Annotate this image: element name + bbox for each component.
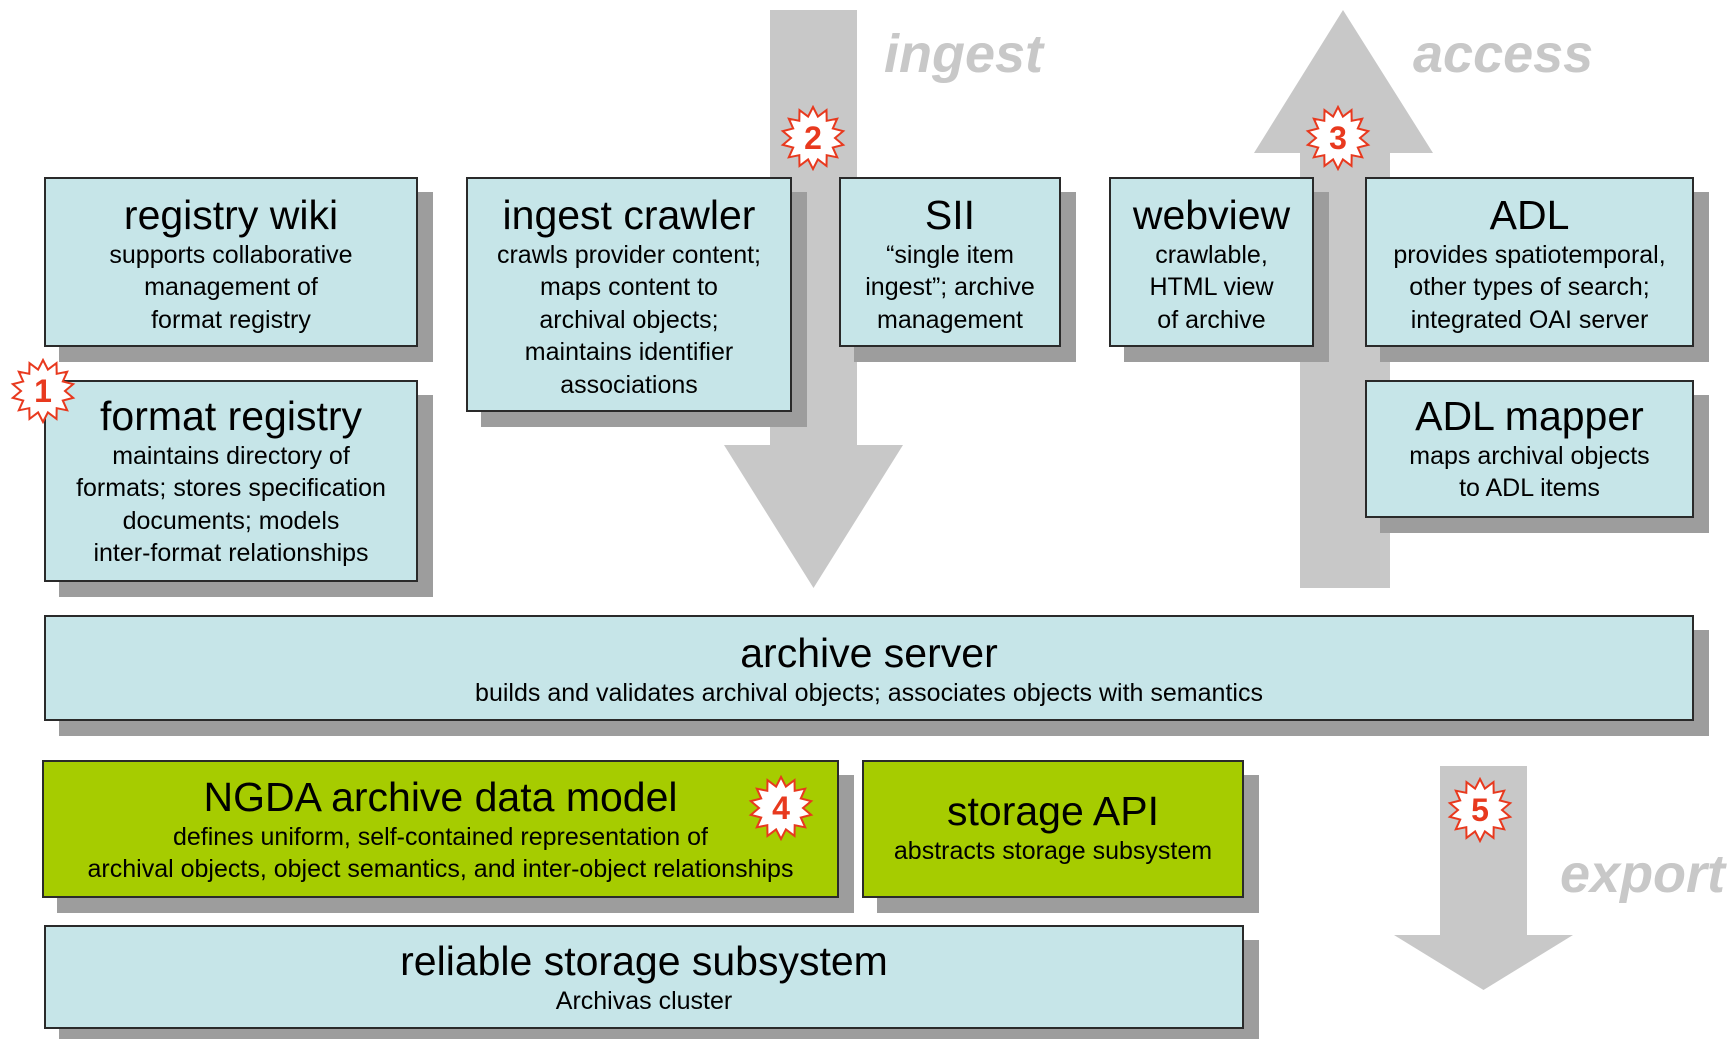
badge-4: 4 bbox=[748, 775, 814, 841]
adl-box: ADL provides spatiotemporal, other types… bbox=[1365, 177, 1694, 347]
sii-box: SII “single item ingest”; archive manage… bbox=[839, 177, 1061, 347]
format-registry-title: format registry bbox=[100, 393, 362, 439]
ingest-crawler-desc: crawls provider content; maps content to… bbox=[496, 240, 761, 399]
badge-2: 2 bbox=[780, 105, 846, 171]
badge-number: 4 bbox=[772, 790, 790, 826]
storage-api-box: storage API abstracts storage subsystem bbox=[862, 760, 1244, 898]
format-registry-box: format registry maintains directory of f… bbox=[44, 380, 418, 582]
badge-number: 1 bbox=[34, 373, 52, 409]
starburst-shape bbox=[1305, 105, 1371, 171]
starburst-shape bbox=[10, 358, 76, 424]
ingest-label: ingest bbox=[884, 24, 1044, 84]
starburst-icon: 4 bbox=[748, 775, 814, 841]
badge-5: 5 bbox=[1447, 777, 1513, 843]
data-model-title: NGDA archive data model bbox=[203, 774, 678, 820]
ingest-crawler-box: ingest crawler crawls provider content; … bbox=[466, 177, 792, 412]
registry-wiki-title: registry wiki bbox=[123, 192, 339, 238]
data-model-box: NGDA archive data model defines uniform,… bbox=[42, 760, 839, 898]
data-model-desc: defines uniform, self-contained represen… bbox=[87, 822, 794, 884]
registry-wiki-desc: supports collaborative management of for… bbox=[109, 240, 353, 334]
adl-desc: provides spatiotemporal, other types of … bbox=[1393, 240, 1666, 334]
adl-title: ADL bbox=[1489, 192, 1570, 238]
storage-api-title: storage API bbox=[947, 788, 1159, 834]
starburst-icon: 2 bbox=[780, 105, 846, 171]
badge-number: 5 bbox=[1471, 792, 1489, 828]
adl-mapper-box: ADL mapper maps archival objects to ADL … bbox=[1365, 380, 1694, 518]
adl-mapper-title: ADL mapper bbox=[1415, 393, 1644, 439]
starburst-shape bbox=[1447, 777, 1513, 843]
webview-box: webview crawlable, HTML view of archive bbox=[1109, 177, 1314, 347]
badge-1: 1 bbox=[10, 358, 76, 424]
badge-3: 3 bbox=[1305, 105, 1371, 171]
storage-api-desc: abstracts storage subsystem bbox=[893, 836, 1213, 865]
archive-server-box: archive server builds and validates arch… bbox=[44, 615, 1694, 721]
ingest-arrow bbox=[724, 10, 903, 588]
storage-subsystem-desc: Archivas cluster bbox=[555, 986, 733, 1015]
starburst-icon: 3 bbox=[1305, 105, 1371, 171]
sii-title: SII bbox=[924, 192, 976, 238]
badge-number: 3 bbox=[1329, 120, 1347, 156]
storage-subsystem-title: reliable storage subsystem bbox=[400, 938, 888, 984]
adl-mapper-desc: maps archival objects to ADL items bbox=[1409, 441, 1650, 503]
starburst-icon: 5 bbox=[1447, 777, 1513, 843]
registry-wiki-box: registry wiki supports collaborative man… bbox=[44, 177, 418, 347]
starburst-icon: 1 bbox=[10, 358, 76, 424]
format-registry-desc: maintains directory of formats; stores s… bbox=[76, 441, 386, 568]
export-arrow bbox=[1394, 766, 1573, 990]
export-label: export bbox=[1560, 844, 1726, 904]
badge-number: 2 bbox=[804, 120, 822, 156]
webview-desc: crawlable, HTML view of archive bbox=[1149, 240, 1274, 334]
webview-title: webview bbox=[1132, 192, 1291, 238]
sii-desc: “single item ingest”; archive management bbox=[865, 240, 1035, 334]
archive-server-title: archive server bbox=[740, 630, 998, 676]
archive-server-desc: builds and validates archival objects; a… bbox=[475, 678, 1263, 707]
starburst-shape bbox=[780, 105, 846, 171]
storage-subsystem-box: reliable storage subsystem Archivas clus… bbox=[44, 925, 1244, 1029]
access-label: access bbox=[1413, 24, 1594, 84]
ingest-crawler-title: ingest crawler bbox=[502, 192, 756, 238]
starburst-shape bbox=[748, 775, 814, 841]
